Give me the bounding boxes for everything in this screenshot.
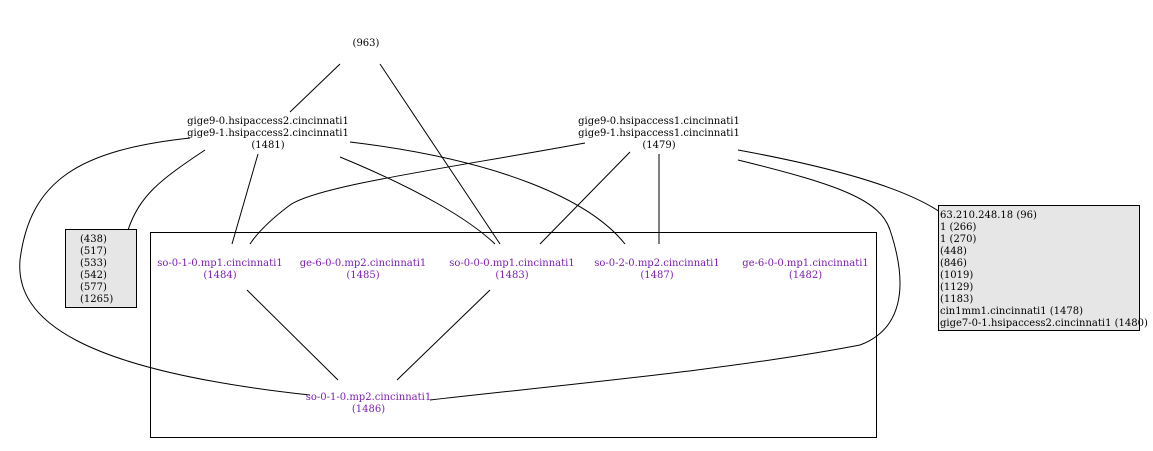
node-1481[interactable]: gige9-0.hsipaccess2.cincinnati1 gige9-1.…: [178, 116, 358, 152]
node-1484[interactable]: so-0-1-0.mp1.cincinnati1 (1484): [150, 258, 290, 282]
node-1482-id: (1482): [788, 270, 823, 281]
node-1483-name: so-0-0-0.mp1.cincinnati1: [449, 258, 575, 269]
right-box-item: (1129): [940, 282, 974, 293]
node-1483[interactable]: so-0-0-0.mp1.cincinnati1 (1483): [442, 258, 582, 282]
cluster-box: [150, 232, 877, 438]
right-box-item: cin1mm1.cincinnati1 (1478): [940, 306, 1083, 317]
node-963[interactable]: (963): [340, 38, 392, 50]
node-1486-name: so-0-1-0.mp2.cincinnati1: [305, 392, 432, 403]
left-box-item: (577): [80, 282, 107, 293]
edge-1484-1486: [246, 289, 339, 381]
right-box-item: 1 (266): [940, 222, 977, 233]
right-box-item: (1019): [940, 270, 974, 281]
node-1482-name: ge-6-0-0.mp1.cincinnati1: [742, 258, 869, 269]
edge-1481-1483a: [339, 156, 496, 245]
left-box-item: (517): [80, 246, 107, 257]
left-box-item: (438): [80, 234, 107, 245]
edge-1479-rightbox: [737, 149, 941, 213]
node-1486-id: (1486): [351, 404, 386, 415]
node-963-label: (963): [352, 38, 380, 49]
node-1485[interactable]: ge-6-0-0.mp2.cincinnati1 (1485): [293, 258, 433, 282]
right-box-item: (448): [940, 246, 967, 257]
edge-1481-leftbox: [127, 149, 206, 231]
node-1481-line-2: gige9-1.hsipaccess2.cincinnati1: [187, 128, 349, 139]
edge-1481-1486: [19, 137, 311, 396]
node-1479[interactable]: gige9-0.hsipaccess1.cincinnati1 gige9-1.…: [569, 116, 749, 152]
edge-1481-1484: [231, 153, 259, 245]
left-box-item: (1265): [80, 294, 114, 305]
node-1481-line-3: (1481): [251, 140, 285, 151]
left-box-item: (533): [80, 258, 107, 269]
edge-1479-1484: [249, 142, 586, 245]
right-box-item: 1 (270): [940, 234, 977, 245]
edge-1481-1487: [349, 141, 626, 245]
right-box-item: 63.210.248.18 (96): [940, 210, 1037, 221]
node-1484-id: (1484): [203, 270, 237, 281]
node-1485-id: (1485): [346, 270, 380, 281]
node-1485-name: ge-6-0-0.mp2.cincinnati1: [299, 258, 427, 269]
node-1481-line-1: gige9-0.hsipaccess2.cincinnati1: [187, 116, 349, 127]
edge-1483-1486: [396, 289, 491, 381]
right-box-item: (1183): [940, 294, 974, 305]
edge-1479-1486: [429, 159, 901, 401]
edge-963-1481: [289, 63, 341, 113]
left-collapsed-box[interactable]: (438) (517) (533) (542) (577) (1265): [65, 229, 137, 308]
edge-1479-1483: [539, 151, 631, 245]
node-1479-line-1: gige9-0.hsipaccess1.cincinnati1: [578, 116, 740, 127]
node-1487-name: so-0-2-0.mp2.cincinnati1: [594, 258, 720, 269]
node-1482[interactable]: ge-6-0-0.mp1.cincinnati1 (1482): [728, 258, 883, 282]
edge-963-1483: [379, 63, 501, 245]
node-1487[interactable]: so-0-2-0.mp2.cincinnati1 (1487): [587, 258, 727, 282]
node-1487-id: (1487): [640, 270, 674, 281]
node-1484-name: so-0-1-0.mp1.cincinnati1: [157, 258, 283, 269]
right-collapsed-box[interactable]: 63.210.248.18 (96) 1 (266) 1 (270) (448)…: [938, 205, 1148, 331]
node-1486[interactable]: so-0-1-0.mp2.cincinnati1 (1486): [296, 392, 441, 416]
node-1483-id: (1483): [495, 270, 529, 281]
left-box-item: (542): [80, 270, 107, 281]
node-1479-line-3: (1479): [642, 140, 676, 151]
right-box-item: (846): [940, 258, 967, 269]
node-1479-line-2: gige9-1.hsipaccess1.cincinnati1: [578, 128, 740, 139]
right-box-item: gige7-0-1.hsipaccess2.cincinnati1 (1480): [940, 318, 1148, 329]
